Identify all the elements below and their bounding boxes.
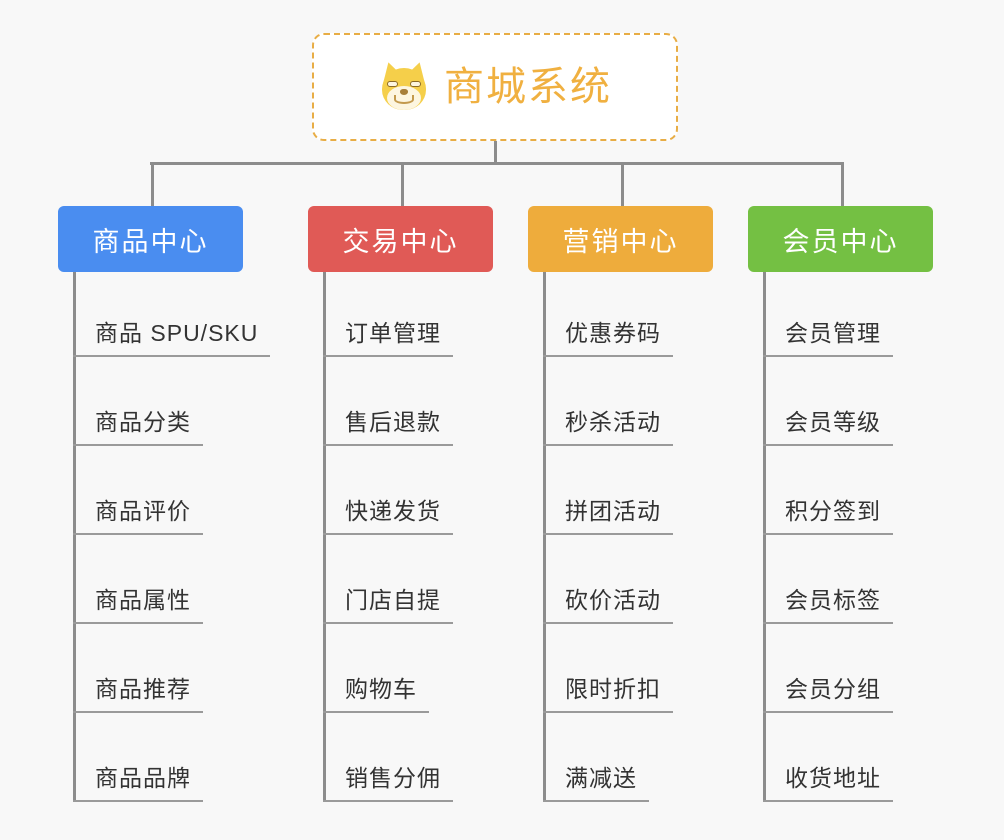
leaf-item-underline: [543, 444, 673, 446]
column-spine: [543, 272, 546, 802]
leaf-item-underline: [543, 800, 649, 802]
drop-connector-3: [840, 162, 844, 206]
leaf-item-underline: [543, 533, 673, 535]
leaf-item-underline: [73, 711, 203, 713]
category-column-3: 营销中心优惠券码秒杀活动拼团活动砍价活动限时折扣满减送: [528, 206, 713, 802]
leaf-item-label: 会员等级: [785, 409, 881, 435]
bus-connector: [150, 162, 841, 165]
category-column-4: 会员中心会员管理会员等级积分签到会员标签会员分组收货地址: [748, 206, 933, 802]
category-header-1[interactable]: 商品中心: [58, 206, 243, 272]
leaf-item-label: 购物车: [345, 676, 417, 702]
leaf-item-label: 优惠券码: [565, 320, 661, 346]
leaf-item-underline: [763, 622, 893, 624]
column-spine: [763, 272, 766, 802]
leaf-item-underline: [763, 711, 893, 713]
leaf-item-underline: [73, 622, 203, 624]
leaf-item-label: 限时折扣: [565, 676, 661, 702]
leaf-item-label: 商品 SPU/SKU: [95, 320, 259, 346]
leaf-item-label: 商品属性: [95, 587, 191, 613]
leaf-item-underline: [763, 355, 893, 357]
category-label: 营销中心: [562, 226, 679, 257]
category-column-1: 商品中心商品 SPU/SKU 商品分类商品评价商品属性商品推荐商品品牌: [58, 206, 270, 802]
drop-connector-0: [150, 162, 154, 206]
category-label: 会员中心: [782, 226, 899, 257]
leaf-item-label: 商品评价: [95, 498, 191, 524]
drop-connector-1: [400, 162, 404, 206]
leaf-item-label: 满减送: [565, 765, 637, 791]
leaf-item-label: 商品推荐: [95, 676, 191, 702]
leaf-item-underline: [73, 355, 270, 357]
leaf-item-label: 拼团活动: [565, 498, 661, 524]
leaf-item-label: 订单管理: [345, 320, 441, 346]
leaf-item-label: 收货地址: [785, 765, 881, 791]
leaf-item-underline: [323, 800, 453, 802]
leaf-item-underline: [73, 533, 203, 535]
trunk-connector: [494, 141, 497, 165]
category-header-4[interactable]: 会员中心: [748, 206, 933, 272]
column-spine: [323, 272, 326, 802]
category-column-2: 交易中心订单管理售后退款快递发货门店自提购物车销售分佣: [308, 206, 493, 802]
leaf-item-underline: [73, 800, 203, 802]
root-node[interactable]: 商城系统: [312, 33, 678, 141]
item-list-4: 会员管理会员等级积分签到会员标签会员分组收货地址: [748, 272, 933, 802]
drop-connector-2: [620, 162, 624, 206]
leaf-item-underline: [323, 444, 453, 446]
item-list-2: 订单管理售后退款快递发货门店自提购物车销售分佣: [308, 272, 493, 802]
item-list-3: 优惠券码秒杀活动拼团活动砍价活动限时折扣满减送: [528, 272, 713, 802]
leaf-item-label: 会员分组: [785, 676, 881, 702]
leaf-item-label: 快递发货: [345, 498, 441, 524]
leaf-item-underline: [323, 622, 453, 624]
shiba-inu-face-icon: [377, 59, 431, 113]
category-label: 商品中心: [92, 226, 209, 257]
category-header-2[interactable]: 交易中心: [308, 206, 493, 272]
leaf-item-label: 会员管理: [785, 320, 881, 346]
category-header-3[interactable]: 营销中心: [528, 206, 713, 272]
leaf-item-label: 商品分类: [95, 409, 191, 435]
leaf-item-underline: [543, 622, 673, 624]
leaf-item-underline: [323, 711, 429, 713]
leaf-item-underline: [543, 355, 673, 357]
root-title: 商城系统: [444, 65, 612, 109]
leaf-item-label: 会员标签: [785, 587, 881, 613]
leaf-item-underline: [323, 533, 453, 535]
leaf-item-label: 门店自提: [345, 587, 441, 613]
leaf-item-underline: [73, 444, 203, 446]
leaf-item-underline: [763, 444, 893, 446]
leaf-item-label: 售后退款: [345, 409, 441, 435]
leaf-item-underline: [543, 711, 673, 713]
leaf-item-label: 秒杀活动: [565, 409, 661, 435]
category-label: 交易中心: [342, 226, 459, 257]
leaf-item-underline: [763, 533, 893, 535]
leaf-item-underline: [763, 800, 893, 802]
leaf-item-label: 销售分佣: [345, 765, 441, 791]
column-spine: [73, 272, 76, 802]
leaf-item-label: 积分签到: [785, 498, 881, 524]
item-list-1: 商品 SPU/SKU 商品分类商品评价商品属性商品推荐商品品牌: [58, 272, 270, 802]
leaf-item-label: 商品品牌: [95, 765, 191, 791]
leaf-item-underline: [323, 355, 453, 357]
leaf-item-label: 砍价活动: [565, 587, 661, 613]
